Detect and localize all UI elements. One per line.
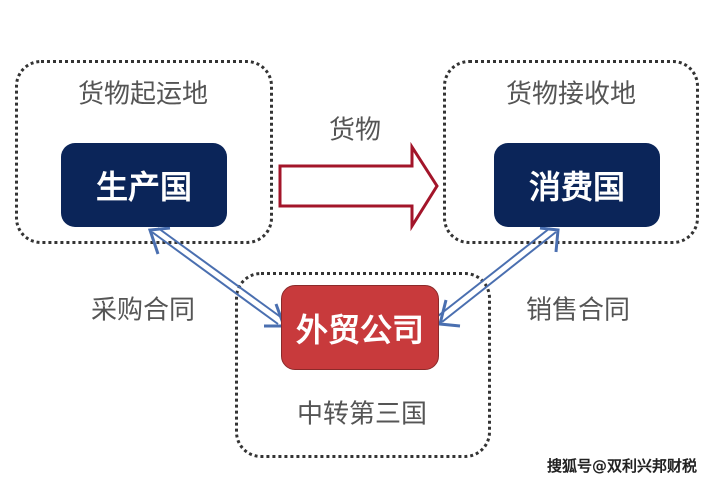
purchase-contract-link: [147, 226, 287, 328]
purchase-contract-label: 采购合同: [90, 295, 196, 326]
transit-region-label: 中转第三国: [296, 399, 428, 430]
destination-region-label: 货物接收地: [505, 79, 637, 110]
sales-contract-label: 销售合同: [525, 295, 631, 326]
producer-country-node: 生产国: [61, 143, 227, 227]
origin-region-label: 货物起运地: [77, 79, 209, 110]
origin-region: [15, 60, 273, 244]
goods-flow-label: 货物: [328, 115, 382, 146]
watermark: 搜狐号@双利兴邦财税: [546, 457, 697, 475]
destination-region: [443, 60, 699, 244]
sales-contract-link: [437, 226, 560, 328]
trading-company-node: 外贸公司: [281, 285, 439, 370]
transit-region: [235, 272, 491, 458]
consumer-country-node: 消费国: [494, 143, 660, 227]
goods-flow-arrow: [278, 141, 439, 232]
